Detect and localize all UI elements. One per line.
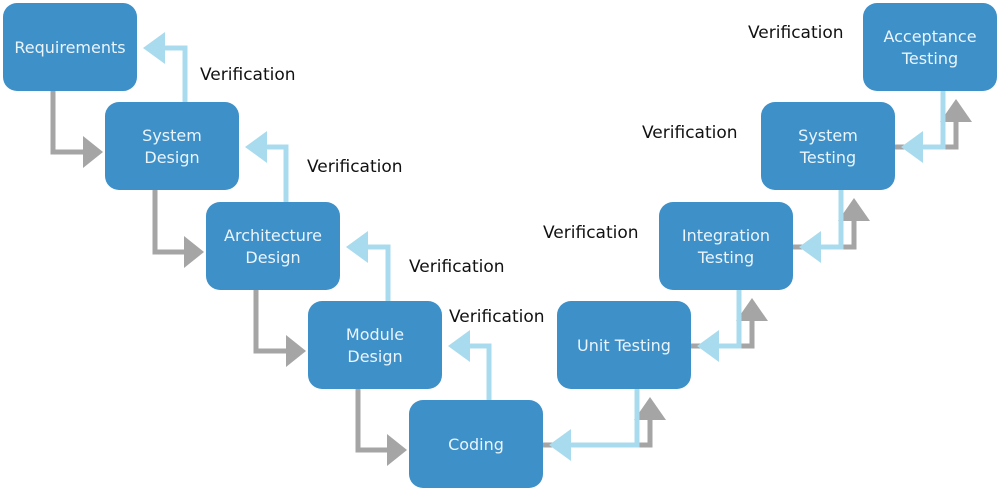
stage-box [863,3,997,91]
flow-arrow-line [152,190,186,255]
flow-arrow-head [838,198,870,221]
stage-label: System [142,126,202,145]
verification-label: Verification [307,157,403,177]
stage-label: Testing [901,49,958,68]
stage-box [557,301,691,389]
verification-label: Verification [642,123,738,143]
verification-arrow-head [448,330,470,362]
flow-arrow-requirements-to-system-design [50,91,103,168]
stage-label: Testing [697,248,754,267]
verification-label: Verification [543,223,639,243]
stage-coding: Coding [409,400,543,488]
verification-arrow-module-design-to-architecture-design [346,231,391,301]
verification-arrow-head [549,429,571,461]
verification-arrow-head [697,330,719,362]
verification-arrow-line [163,45,188,102]
flow-arrow-line [691,320,755,349]
verification-arrow-head [901,131,923,163]
stage-box [3,3,137,91]
flow-arrow-architecture-design-to-module-design [253,290,306,367]
verification-arrow-line [468,343,492,400]
stage-requirements: Requirements [3,3,137,91]
flow-arrow-system-testing-to-acceptance-testing [895,99,972,150]
flow-arrow-line [355,389,389,453]
flow-arrow-head [387,434,407,466]
stage-boxes: RequirementsSystemDesignArchitectureDesi… [3,3,997,488]
stage-label: System [798,126,858,145]
flow-arrow-head [634,397,666,420]
flow-arrow-head [286,335,306,367]
stage-label: Integration [682,226,770,245]
verification-arrow-line [265,144,289,202]
verification-arrow-coding-to-module-design [448,330,492,400]
verification-arrow-architecture-design-to-system-design [245,131,289,202]
flow-arrow-head [736,298,768,321]
stage-box [206,202,340,290]
stage-label: Module [346,325,404,344]
stage-label: Architecture [224,226,322,245]
verification-label: Verification [449,307,545,327]
flow-arrow-integration-testing-to-system-testing [793,198,870,250]
stage-box [659,202,793,290]
flow-arrow-line [895,121,959,150]
verification-arrow-line [366,244,391,301]
flow-arrow-head [940,99,972,122]
verification-arrow-system-design-to-requirements [143,32,188,102]
stage-label: Design [347,347,402,366]
stage-box [409,400,543,488]
stage-label: Acceptance [883,27,976,46]
verification-arrow-head [245,131,267,163]
verification-label: Verification [748,23,844,43]
stage-box [308,301,442,389]
flow-arrow-unit-testing-to-integration-testing [691,298,768,349]
stage-box [105,102,239,190]
stage-label: Unit Testing [577,336,671,355]
verification-label: Verification [409,257,505,277]
stage-label: Requirements [14,38,125,57]
flow-arrow-line [50,91,85,155]
verification-arrow-head [143,32,165,64]
flow-arrow-line [793,220,857,250]
verification-labels: VerificationVerificationVerificationVeri… [200,23,844,327]
flow-arrow-line [253,290,288,354]
stage-label: Testing [799,148,856,167]
stage-label: Design [245,248,300,267]
flow-arrow-head [83,136,103,168]
stage-unit-testing: Unit Testing [557,301,691,389]
stage-label: Design [144,148,199,167]
verification-arrow-head [346,231,368,263]
flow-arrow-head [184,236,204,268]
verification-label: Verification [200,65,296,85]
flow-arrow-module-design-to-coding [355,389,407,466]
verification-arrow-head [799,231,821,263]
stage-label: Coding [448,435,504,454]
flow-arrow-system-design-to-architecture-design [152,190,204,268]
stage-box [761,102,895,190]
